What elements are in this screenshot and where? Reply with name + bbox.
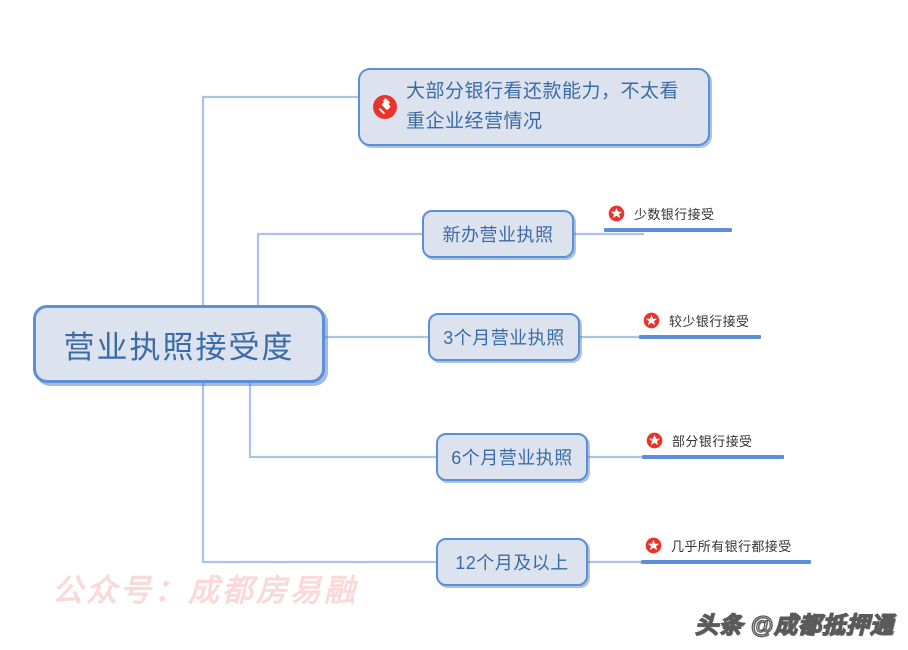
wire-root-to-note (201, 95, 358, 305)
branch-node-2[interactable]: 6个月营业执照 (436, 433, 588, 481)
watermark-corner: 头条 @成都抵押通 (695, 611, 894, 638)
branch-label-0: 新办营业执照 (442, 225, 554, 245)
leaf-node-0[interactable]: 少数银行接受 (604, 203, 732, 232)
star-icon (645, 537, 662, 553)
leaf-underline-1 (639, 335, 761, 339)
branch-label-3: 12个月及以上 (455, 553, 569, 573)
leaf-node-3[interactable]: 几乎所有银行都接受 (641, 535, 811, 564)
wire-root-to-branch-3 (201, 383, 436, 564)
branch-node-1[interactable]: 3个月营业执照 (428, 313, 580, 361)
star-icon (646, 432, 663, 448)
star-icon (608, 205, 625, 221)
leaf-underline-0 (604, 228, 732, 232)
branch-label-1: 3个月营业执照 (443, 328, 565, 348)
leaf-row-0: 少数银行接受 (604, 203, 732, 223)
note-text: 大部分银行看还款能力，不太看重企业经营情况 (406, 81, 680, 132)
leaf-node-2[interactable]: 部分银行接受 (642, 430, 784, 459)
leaf-label-0: 少数银行接受 (634, 206, 715, 222)
leaf-row-1: 较少银行接受 (639, 310, 761, 330)
leaf-label-1: 较少银行接受 (669, 313, 750, 329)
leaf-label-3: 几乎所有银行都接受 (671, 538, 792, 554)
branch-node-0[interactable]: 新办营业执照 (422, 210, 574, 258)
leaf-label-2: 部分银行接受 (672, 433, 753, 449)
wire-root-to-branch-2 (248, 383, 436, 459)
star-icon (643, 312, 660, 328)
leaf-node-1[interactable]: 较少银行接受 (639, 310, 761, 339)
note-node[interactable]: 大部分银行看还款能力，不太看重企业经营情况 (358, 68, 710, 146)
root-label: 营业执照接受度 (63, 329, 295, 365)
wire-root-to-branch-0 (256, 232, 422, 305)
pin-icon (373, 95, 397, 119)
watermark-main: 公众号：成都房易融 (52, 573, 358, 608)
leaf-underline-3 (641, 560, 811, 564)
leaf-row-2: 部分银行接受 (642, 430, 784, 450)
branch-node-3[interactable]: 12个月及以上 (436, 538, 588, 586)
leaf-row-3: 几乎所有银行都接受 (641, 535, 811, 555)
leaf-underline-2 (642, 455, 784, 459)
root-node[interactable]: 营业执照接受度 (33, 305, 325, 383)
branch-label-2: 6个月营业执照 (451, 448, 573, 468)
